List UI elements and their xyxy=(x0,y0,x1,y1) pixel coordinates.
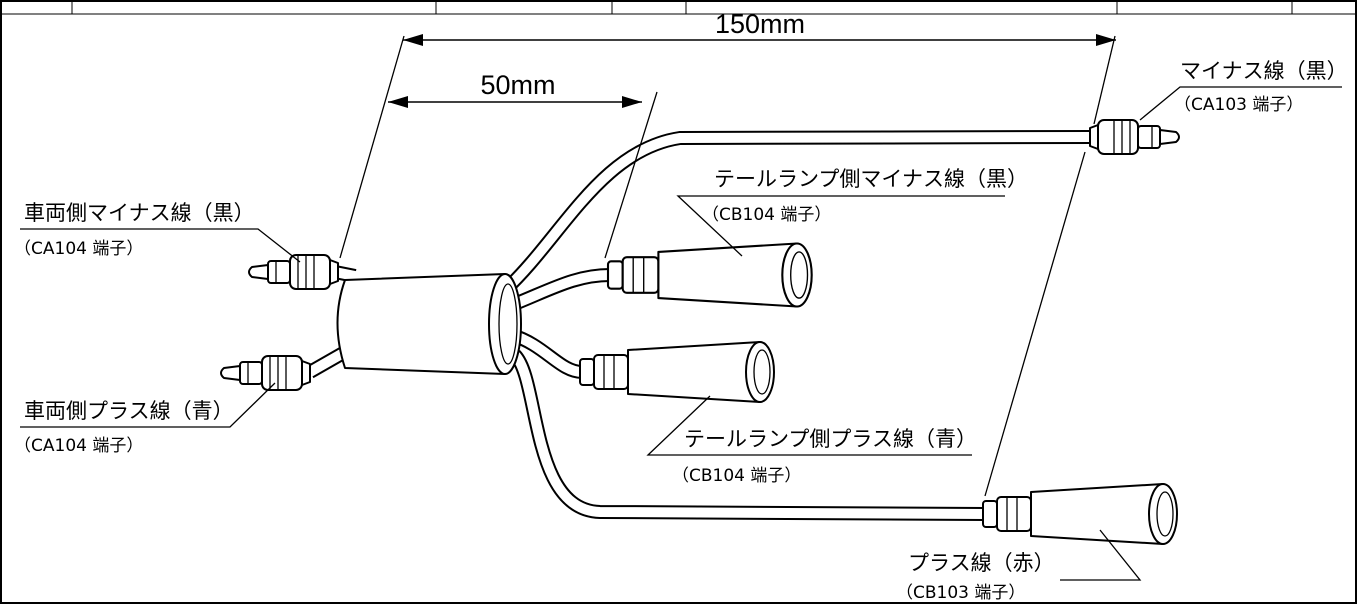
wires xyxy=(305,130,1097,521)
label-terminal: （CB104 端子） xyxy=(702,205,831,225)
junction-tube xyxy=(336,273,522,375)
label-terminal: （CA103 端子） xyxy=(1174,95,1303,115)
label-terminal: （CA104 端子） xyxy=(14,239,143,259)
dimension-arrow-right xyxy=(1096,34,1116,46)
connector-tail-plus xyxy=(579,341,775,403)
label-title: テールランプ側マイナス線（黒） xyxy=(714,167,1028,191)
connector-tail-minus xyxy=(606,242,813,308)
label-vehicle-minus: 車両側マイナス線（黒） （CA104 端子） xyxy=(14,201,255,259)
dimension-arrow-right xyxy=(622,96,642,108)
dimension-50mm: 50mm xyxy=(388,70,658,259)
label-terminal: （CB104 端子） xyxy=(672,466,801,486)
dimension-arrow-left xyxy=(403,34,423,46)
dimension-extension-plus xyxy=(984,151,1086,497)
dimension-arrow-left xyxy=(388,96,408,108)
label-title: 車両側プラス線（青） xyxy=(24,399,234,423)
label-vehicle-plus: 車両側プラス線（青） （CA104 端子） xyxy=(14,399,234,456)
label-title: プラス線（赤） xyxy=(908,551,1055,575)
label-plus-out: プラス線（赤） （CB103 端子） xyxy=(896,551,1055,603)
connector-minus-out xyxy=(1089,119,1180,155)
label-title: 車両側マイナス線（黒） xyxy=(24,201,255,225)
label-title: テールランプ側プラス線（青） xyxy=(684,427,977,451)
dimension-50mm-label: 50mm xyxy=(480,70,555,100)
label-minus-out: マイナス線（黒） （CA103 端子） xyxy=(1174,59,1348,115)
label-terminal: （CA104 端子） xyxy=(14,436,143,456)
label-tail-plus: テールランプ側プラス線（青） （CB104 端子） xyxy=(672,427,977,486)
label-terminal: （CB103 端子） xyxy=(896,583,1025,603)
connector-vehicle-plus xyxy=(220,355,311,391)
label-title: マイナス線（黒） xyxy=(1180,59,1348,83)
leader-lines xyxy=(20,86,1342,581)
label-tail-minus: テールランプ側マイナス線（黒） （CB104 端子） xyxy=(702,167,1028,225)
dimension-150mm: 150mm xyxy=(339,9,1116,259)
connector-vehicle-minus xyxy=(248,254,339,290)
connector-plus-out xyxy=(982,483,1178,545)
dimension-150mm-label: 150mm xyxy=(715,9,805,39)
